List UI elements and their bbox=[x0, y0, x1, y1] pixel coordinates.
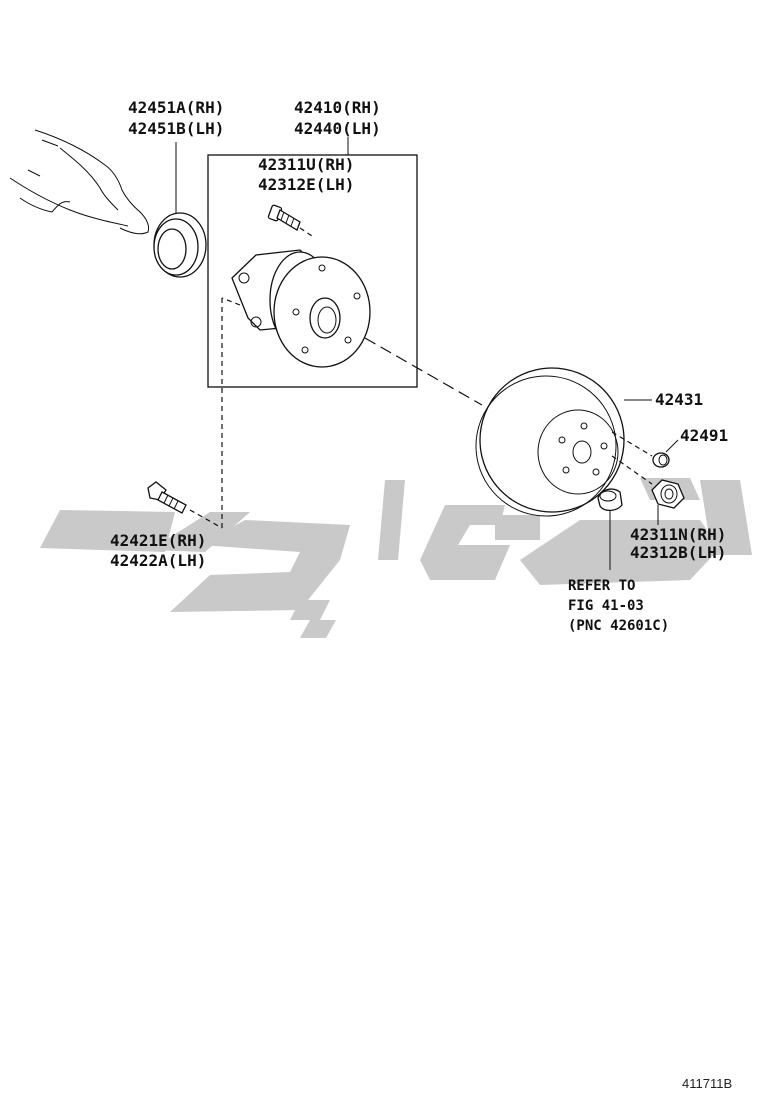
diagram-code: 411711B bbox=[682, 1076, 732, 1091]
disc-label: 42431 bbox=[655, 390, 703, 409]
hub-nut-label-lh: 42312B(LH) bbox=[630, 543, 726, 562]
refer-note-line-1: REFER TO bbox=[568, 578, 635, 594]
plug-part bbox=[611, 431, 679, 468]
hub-bolt-part bbox=[267, 204, 313, 237]
mount-bolt-part bbox=[147, 481, 187, 514]
hub-bearing-label-lh: 42440(LH) bbox=[294, 119, 381, 138]
oil-seal-part bbox=[153, 142, 207, 278]
hub-nut-label-rh: 42311N(RH) bbox=[630, 525, 726, 544]
hand-outline-icon bbox=[9, 129, 149, 235]
hub-bearing-group-box bbox=[207, 154, 418, 388]
brake-disc-part bbox=[475, 367, 652, 517]
oil-seal-label-lh: 42451B(LH) bbox=[128, 119, 224, 138]
plug-label: 42491 bbox=[680, 426, 728, 445]
lug-nut-reference-part bbox=[597, 488, 623, 570]
mount-bolt-label-rh: 42421E(RH) bbox=[110, 531, 206, 550]
hub-bearing-label-rh: 42410(RH) bbox=[294, 98, 381, 117]
refer-note-line-2: FIG 41-03 bbox=[568, 598, 644, 614]
hub-bolt-label-rh: 42311U(RH) bbox=[258, 155, 354, 174]
hub-bolt-label-lh: 42312E(LH) bbox=[258, 175, 354, 194]
refer-note-line-3: (PNC 42601C) bbox=[568, 618, 669, 634]
hub-bearing-part bbox=[231, 249, 371, 368]
oil-seal-label-rh: 42451A(RH) bbox=[128, 98, 224, 117]
mount-bolt-label-lh: 42422A(LH) bbox=[110, 551, 206, 570]
hub-nut-part bbox=[611, 455, 685, 525]
